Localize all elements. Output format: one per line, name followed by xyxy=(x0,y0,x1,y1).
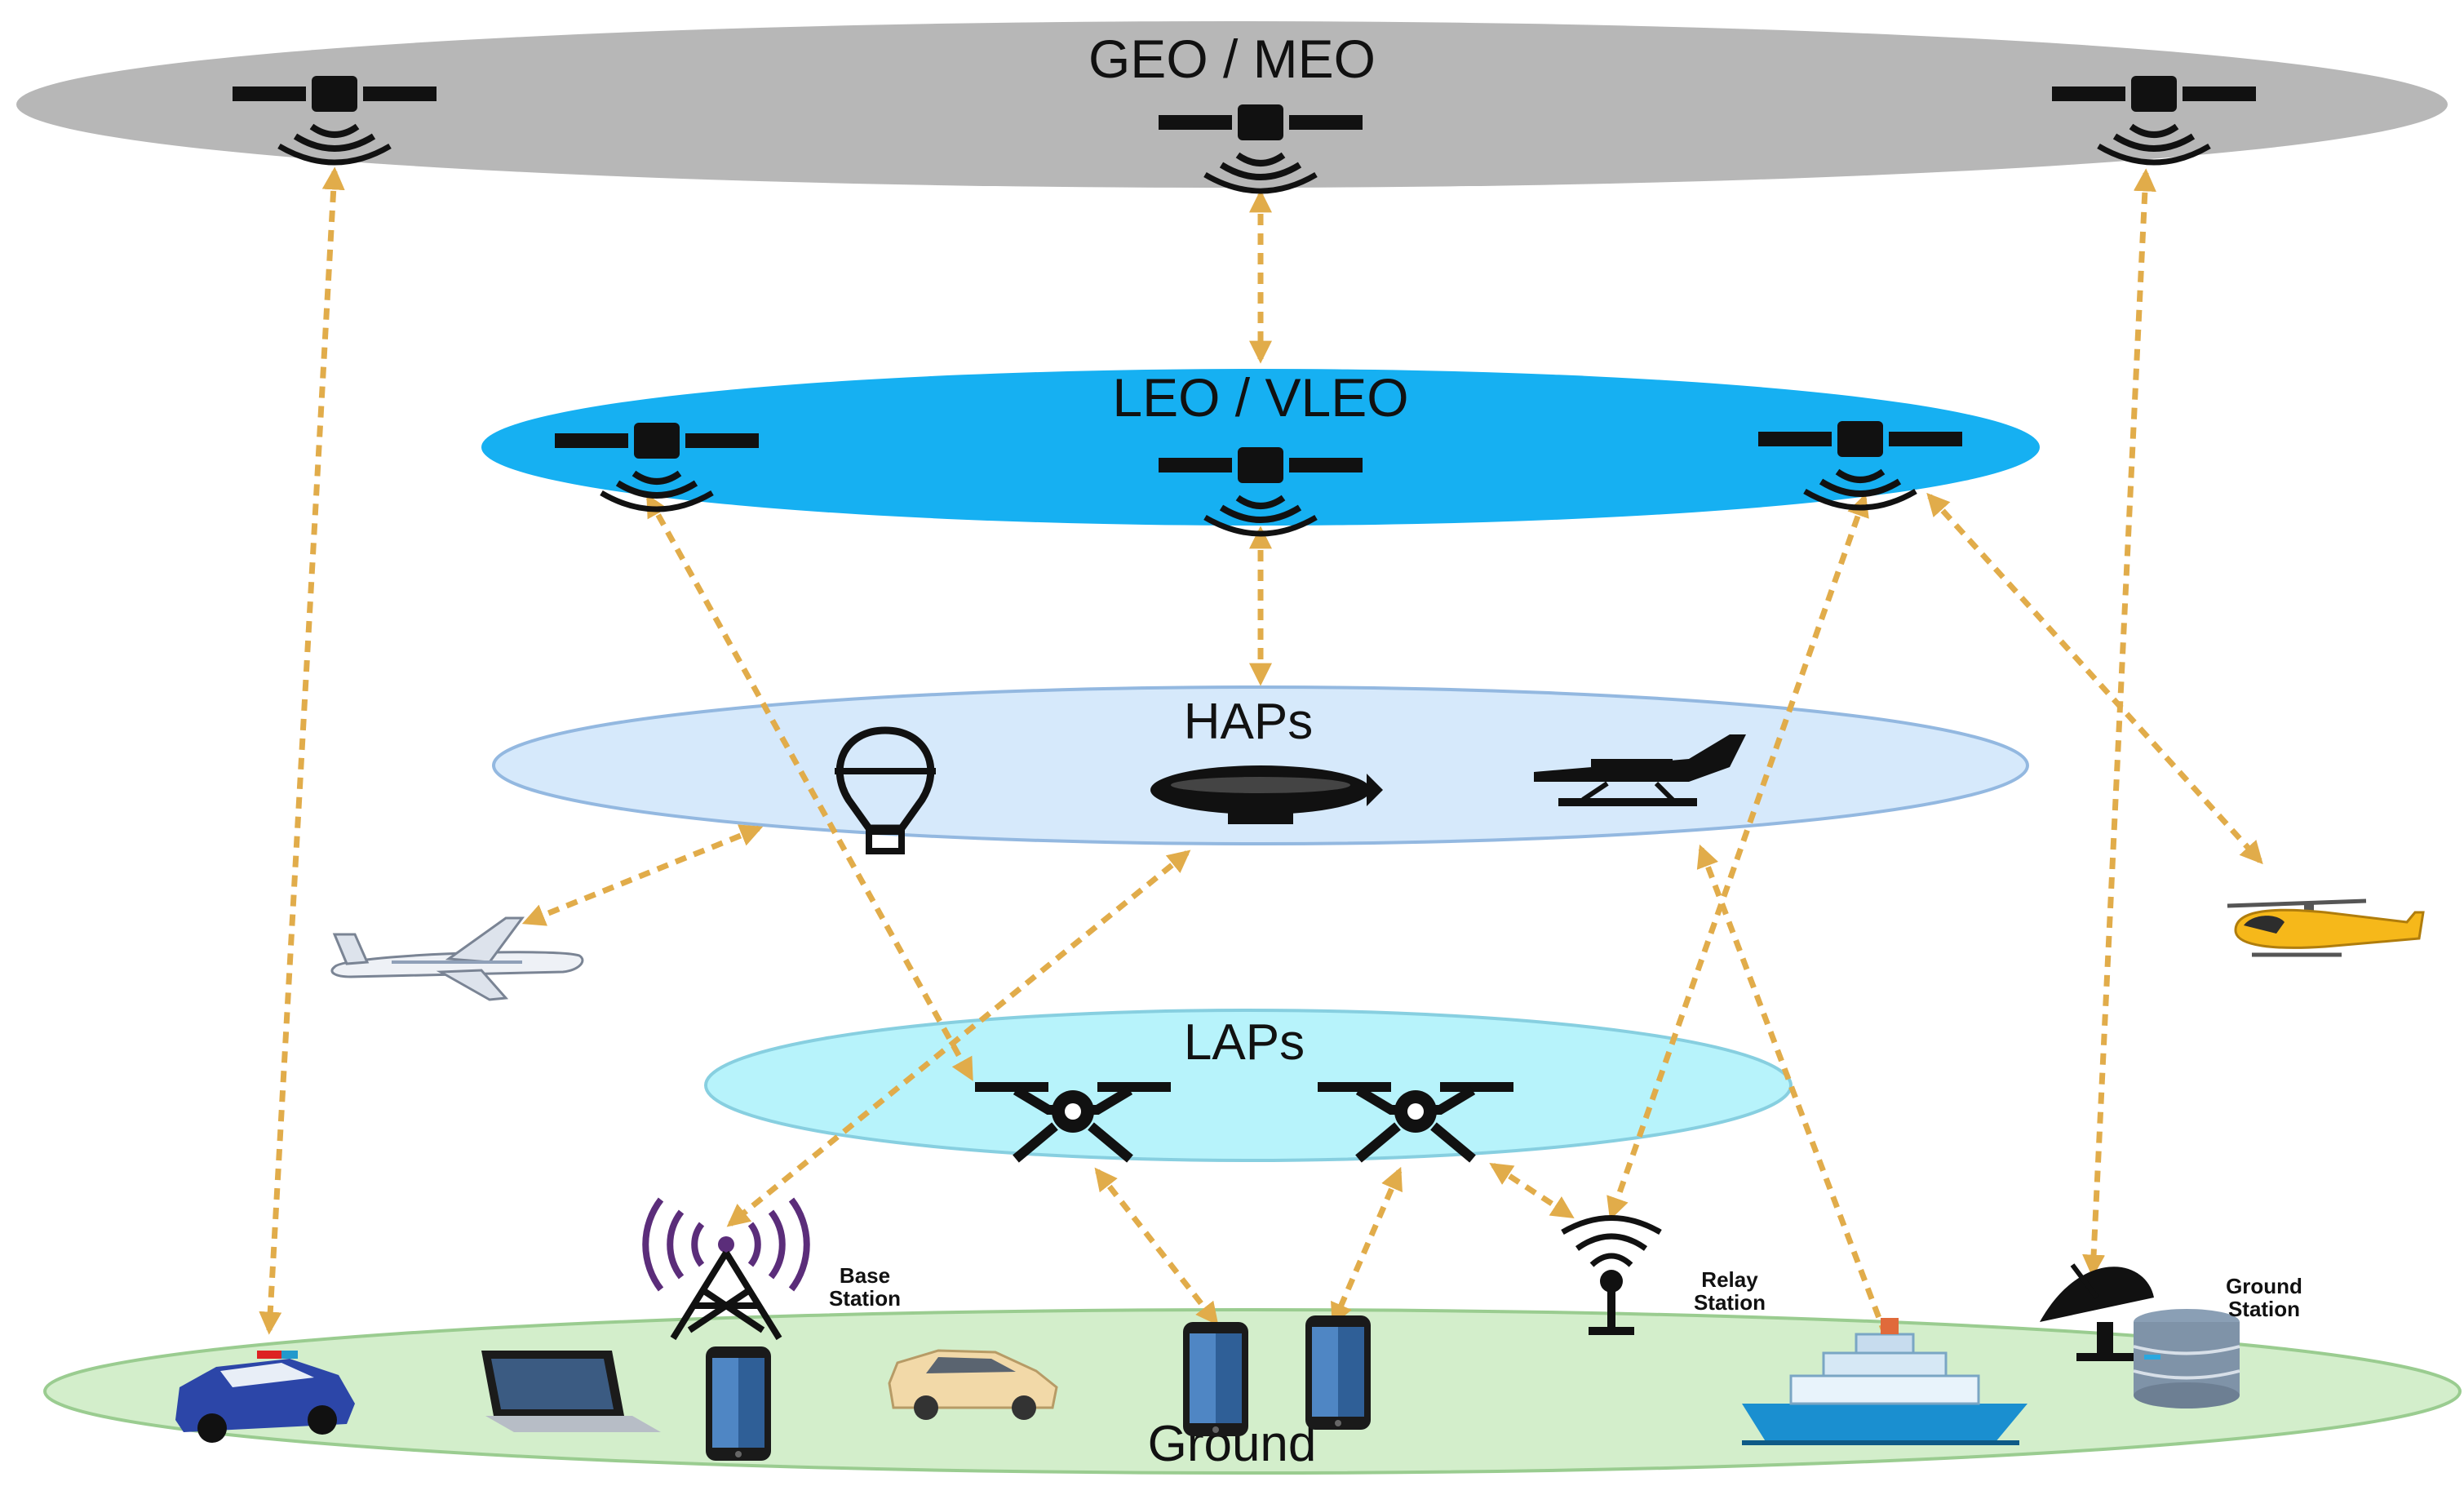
server-icon xyxy=(2133,1309,2240,1408)
ground-station-label-line2: Station xyxy=(2228,1297,2300,1321)
helicopter-icon xyxy=(2227,898,2425,957)
laps-label: LAPs xyxy=(1184,1014,1305,1071)
link-haps-base-station xyxy=(726,850,1191,1227)
police-car-icon xyxy=(175,1351,355,1443)
car-icon xyxy=(888,1349,1058,1420)
hot-air-balloon-icon xyxy=(835,726,936,854)
smartphone-icon xyxy=(706,1346,771,1461)
leo-vleo-label: LEO / VLEO xyxy=(1112,367,1408,428)
smartphone-icon xyxy=(1183,1322,1248,1436)
geo-meo-label: GEO / MEO xyxy=(1088,29,1376,89)
airship-icon xyxy=(1150,765,1383,824)
airplane-icon xyxy=(330,916,584,1001)
base-station-label-line2: Station xyxy=(829,1286,901,1311)
haps-label: HAPs xyxy=(1184,694,1313,750)
link-geo-ground-left xyxy=(259,166,345,1335)
ship-icon xyxy=(1742,1318,2027,1445)
ground-station-label-line1: Ground xyxy=(2226,1274,2302,1298)
cell-tower-icon xyxy=(642,1197,810,1341)
link-geo-ground-station xyxy=(2082,168,2156,1278)
smartphone-icon xyxy=(1305,1315,1371,1430)
laptop-icon xyxy=(481,1351,661,1432)
geo-meo-layer xyxy=(16,21,2448,188)
link-laps-phone-right xyxy=(1331,1166,1403,1327)
link-haps-airplane xyxy=(521,824,764,926)
relay-station-label-line1: Relay xyxy=(1701,1267,1758,1292)
link-laps-phone-left xyxy=(1094,1167,1219,1326)
link-haps-ship xyxy=(1696,844,1898,1360)
light-aircraft-icon xyxy=(1534,734,1746,806)
base-station-label-line1: Base xyxy=(840,1263,890,1288)
relay-station-label-line2: Station xyxy=(1694,1290,1766,1315)
link-leo-helicopter xyxy=(1926,492,2263,865)
relay-antenna-icon xyxy=(1561,1215,1662,1335)
links xyxy=(259,166,2263,1360)
satellite-dish-icon xyxy=(2040,1263,2154,1361)
link-laps-relay xyxy=(1489,1162,1575,1219)
